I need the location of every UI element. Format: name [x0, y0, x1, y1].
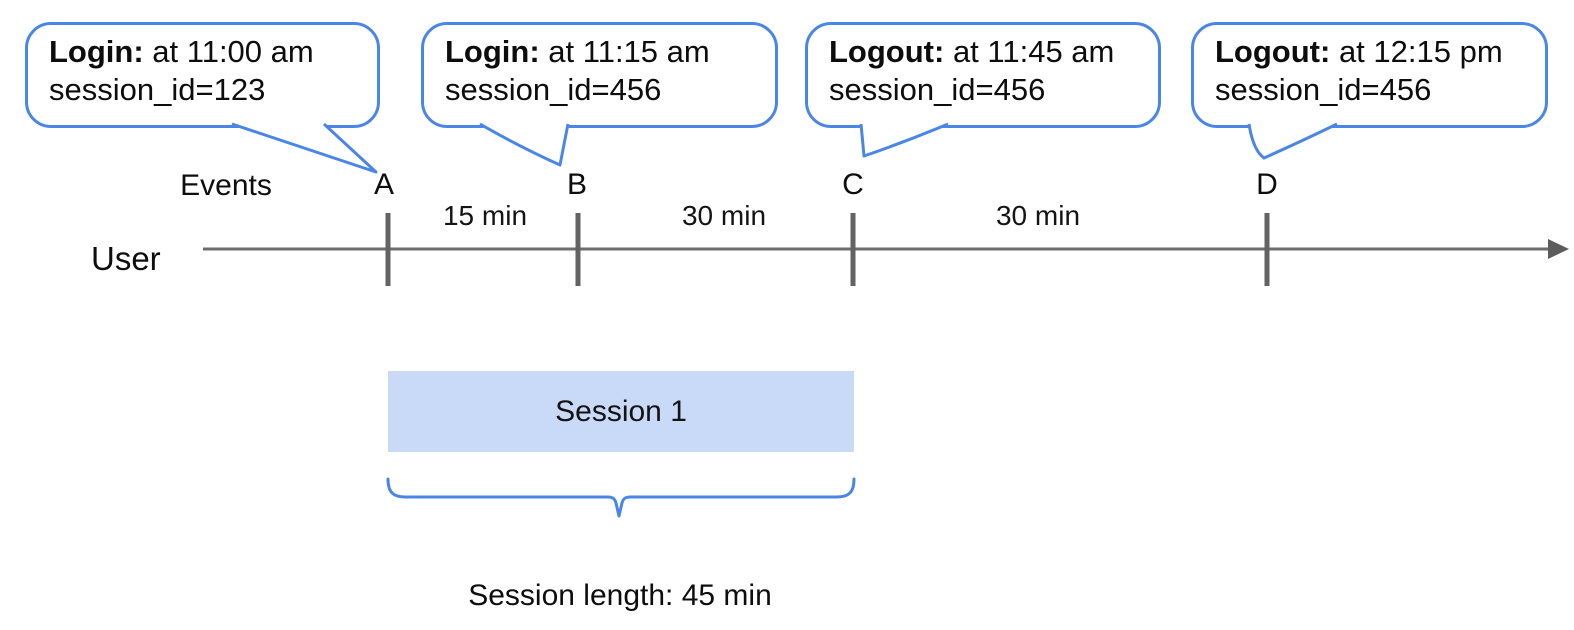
- callout-session-id: session_id=123: [49, 72, 266, 107]
- callout-tail-a: [231, 122, 378, 174]
- callout-session-id: session_id=456: [829, 72, 1046, 107]
- interval-label-bc: 30 min: [681, 200, 767, 231]
- timeline-arrowhead-icon: [1548, 239, 1569, 259]
- session-box: Session 1: [388, 371, 854, 452]
- callout-login-b: Login: at 11:15 am session_id=456: [421, 22, 778, 128]
- callout-session-id: session_id=456: [445, 72, 662, 107]
- event-letter-b: B: [566, 168, 588, 201]
- callout-tail-d: [1247, 122, 1338, 160]
- callout-tail-c: [859, 122, 949, 158]
- callout-tail-b: [479, 122, 570, 167]
- callout-time: at 11:15 am: [539, 34, 710, 69]
- callout-title-line: Login: at 11:15 am: [445, 33, 757, 71]
- events-label: Events: [180, 169, 272, 202]
- callout-session-id: session_id=456: [1215, 72, 1432, 107]
- callout-login-a: Login: at 11:00 am session_id=123: [25, 22, 380, 128]
- callout-event-type: Login:: [445, 34, 540, 69]
- session-box-label: Session 1: [555, 394, 687, 428]
- event-letter-a: A: [373, 168, 395, 201]
- callout-event-type: Logout:: [829, 34, 945, 69]
- user-label: User: [91, 240, 161, 277]
- callout-event-type: Login:: [49, 34, 144, 69]
- callout-time: at 12:15 pm: [1330, 34, 1503, 69]
- session-length-brace: [386, 477, 856, 518]
- callout-logout-c: Logout: at 11:45 am session_id=456: [805, 22, 1161, 128]
- session-length-label: Session length: 45 min: [468, 579, 772, 612]
- callout-logout-d: Logout: at 12:15 pm session_id=456: [1191, 22, 1548, 128]
- event-letter-d: D: [1256, 168, 1278, 201]
- callout-title-line: Logout: at 12:15 pm: [1215, 33, 1527, 71]
- interval-label-ab: 15 min: [442, 200, 528, 231]
- callout-time: at 11:45 am: [944, 34, 1115, 69]
- event-letter-c: C: [842, 168, 864, 201]
- interval-label-cd: 30 min: [995, 200, 1081, 231]
- callout-event-type: Logout:: [1215, 34, 1331, 69]
- callout-title-line: Logout: at 11:45 am: [829, 33, 1140, 71]
- callout-title-line: Login: at 11:00 am: [49, 33, 359, 71]
- callout-time: at 11:00 am: [143, 34, 314, 69]
